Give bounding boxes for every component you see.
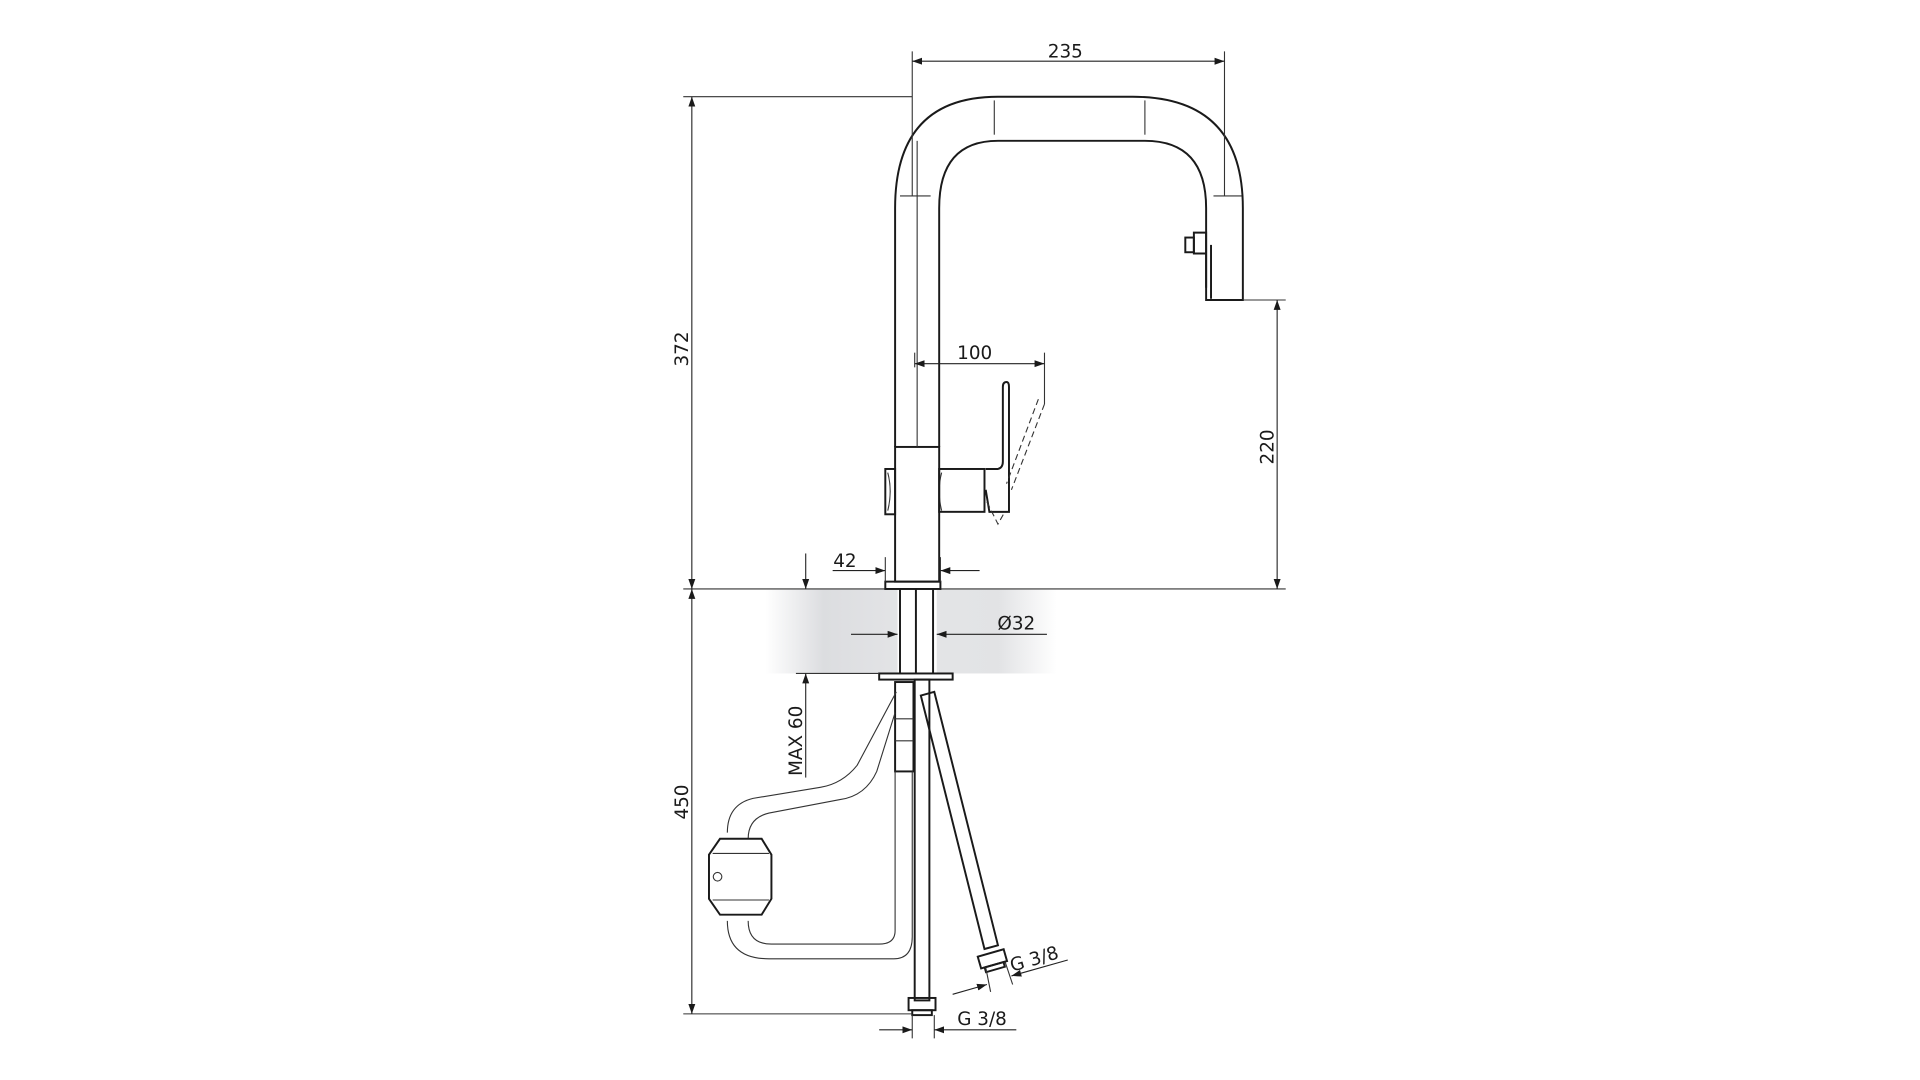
dimension-diameter-32: Ø32	[851, 613, 1047, 638]
supply-hose-straight	[913, 678, 931, 1002]
dimension-label: 220	[1257, 429, 1278, 464]
countertop-section	[683, 588, 1286, 674]
dimension-label: G 3/8	[1008, 943, 1061, 977]
dimension-label: 42	[833, 551, 856, 572]
dimension-g38-side: G 3/8	[952, 943, 1068, 995]
dimension-g38-bottom: G 3/8	[879, 1009, 1017, 1039]
dimension-42: 42	[832, 551, 980, 582]
dimension-label: MAX 60	[786, 706, 807, 776]
dimension-label: 235	[1048, 42, 1083, 63]
dimension-label: 372	[672, 331, 693, 366]
dimension-label: G 3/8	[957, 1009, 1007, 1030]
dimension-label: 450	[672, 785, 693, 820]
dimension-max-60: MAX 60	[786, 553, 880, 778]
dimension-372: 372	[672, 96, 913, 589]
dimension-220: 220	[1242, 299, 1286, 589]
dimension-label: Ø32	[997, 613, 1035, 634]
dimension-label: 100	[957, 343, 992, 364]
dimension-235: 235	[911, 42, 1226, 196]
hose-weight	[708, 837, 773, 916]
spray-button	[1192, 231, 1208, 288]
spout	[894, 95, 1244, 447]
under-counter-assembly	[708, 588, 1009, 1017]
pull-down-hose	[726, 691, 913, 960]
lever-handle	[984, 381, 1010, 513]
faucet-body	[884, 140, 1046, 590]
supply-hose-angled	[919, 690, 1000, 951]
dimension-450: 450	[672, 588, 913, 1015]
dimension-100: 100	[914, 343, 1046, 405]
